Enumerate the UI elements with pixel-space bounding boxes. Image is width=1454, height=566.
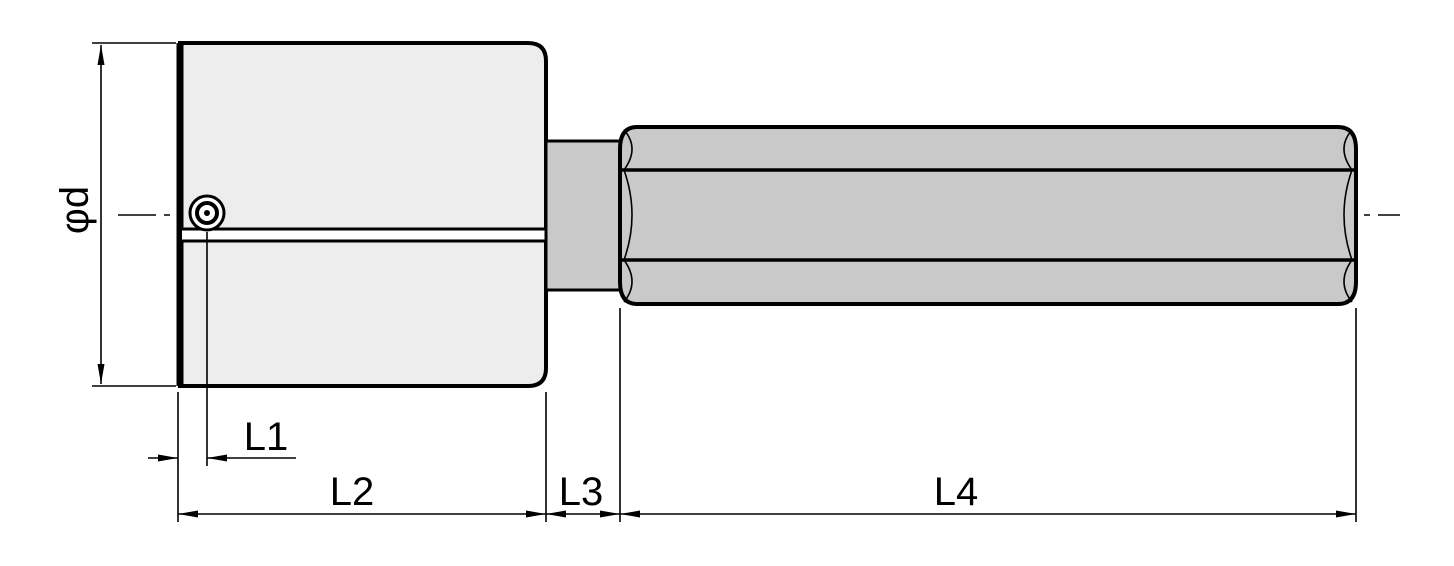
l3-label: L3 (559, 470, 604, 514)
l2-label: L2 (330, 470, 375, 514)
l4-label: L4 (934, 470, 979, 514)
neck-section (544, 139, 625, 292)
l1-label: L1 (244, 415, 289, 459)
diameter-label: φd (53, 186, 97, 234)
clamp-collar (178, 41, 548, 388)
hex-end-arc-right (1343, 129, 1353, 303)
hex-end-arc-left (623, 129, 633, 303)
clamp-slit (182, 229, 546, 241)
hex-shaft (618, 125, 1358, 306)
clamp-screw-center (204, 210, 210, 216)
